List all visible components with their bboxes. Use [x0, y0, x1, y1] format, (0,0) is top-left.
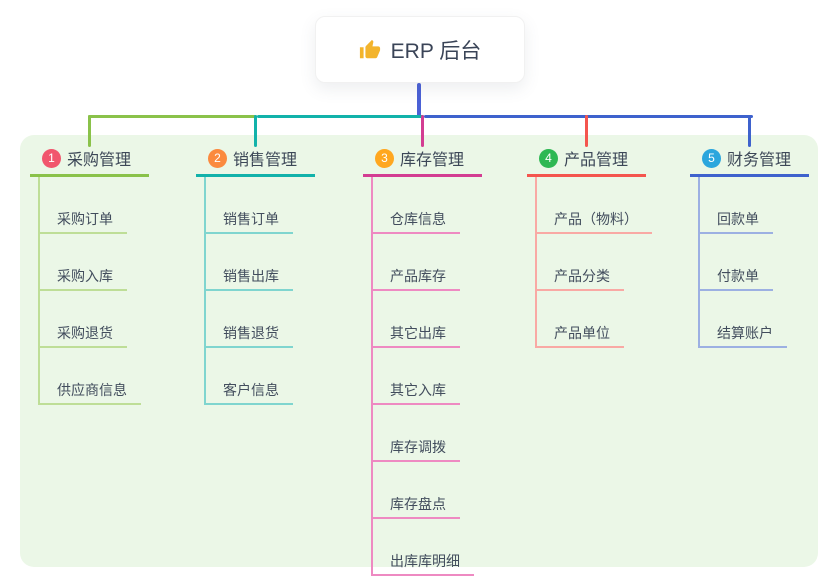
connector-line	[424, 115, 753, 118]
branch-children: 采购订单采购入库采购退货供应商信息	[38, 177, 141, 405]
child-node[interactable]: 采购退货	[40, 322, 127, 348]
connector-line	[417, 83, 421, 118]
branch-index-badge: 4	[539, 148, 558, 168]
connector-line	[257, 115, 424, 118]
branch-node[interactable]: 5 财务管理	[690, 147, 809, 177]
branch-children: 回款单付款单结算账户	[698, 177, 787, 348]
branch-index-badge: 1	[42, 148, 61, 168]
child-node[interactable]: 产品库存	[373, 265, 460, 291]
connector-line	[421, 115, 424, 147]
child-node[interactable]: 其它入库	[373, 379, 460, 405]
child-node[interactable]: 仓库信息	[373, 208, 460, 234]
connector-line	[585, 115, 588, 147]
branch-title: 财务管理	[727, 152, 792, 169]
branch-title: 销售管理	[233, 152, 298, 169]
connector-line	[88, 115, 91, 147]
child-node[interactable]: 产品分类	[537, 265, 624, 291]
thumbs-up-icon	[359, 39, 381, 61]
mindmap-board	[20, 135, 818, 567]
child-node[interactable]: 销售订单	[206, 208, 293, 234]
branch-index-badge: 3	[375, 148, 394, 168]
child-node[interactable]: 出库库明细	[373, 550, 474, 576]
branch-title: 产品管理	[564, 152, 629, 169]
child-node[interactable]: 产品单位	[537, 322, 624, 348]
branch-node[interactable]: 3 库存管理	[363, 147, 482, 177]
root-node[interactable]: ERP 后台	[315, 16, 525, 83]
branch-children: 仓库信息产品库存其它出库其它入库库存调拨库存盘点出库库明细	[371, 177, 474, 576]
child-node[interactable]: 客户信息	[206, 379, 293, 405]
child-node[interactable]: 产品（物料）	[537, 208, 652, 234]
branch-node[interactable]: 2 销售管理	[196, 147, 315, 177]
child-node[interactable]: 采购订单	[40, 208, 127, 234]
connector-line	[88, 115, 257, 118]
child-node[interactable]: 库存盘点	[373, 493, 460, 519]
branch-node[interactable]: 1 采购管理	[30, 147, 149, 177]
child-node[interactable]: 回款单	[700, 208, 773, 234]
child-node[interactable]: 库存调拨	[373, 436, 460, 462]
child-node[interactable]: 销售出库	[206, 265, 293, 291]
branch-title: 库存管理	[400, 152, 465, 169]
branch-children: 产品（物料） 产品分类产品单位	[535, 177, 652, 348]
connector-line	[748, 115, 751, 147]
branch-index-badge: 2	[208, 148, 227, 168]
connector-line	[254, 115, 257, 147]
branch-index-badge: 5	[702, 148, 721, 168]
child-node[interactable]: 采购入库	[40, 265, 127, 291]
child-node[interactable]: 结算账户	[700, 322, 787, 348]
child-node[interactable]: 其它出库	[373, 322, 460, 348]
child-node[interactable]: 销售退货	[206, 322, 293, 348]
root-title: ERP 后台	[390, 39, 482, 63]
child-node[interactable]: 付款单	[700, 265, 773, 291]
branch-children: 销售订单销售出库销售退货客户信息	[204, 177, 293, 405]
branch-node[interactable]: 4 产品管理	[527, 147, 646, 177]
branch-title: 采购管理	[67, 152, 132, 169]
child-node[interactable]: 供应商信息	[40, 379, 141, 405]
